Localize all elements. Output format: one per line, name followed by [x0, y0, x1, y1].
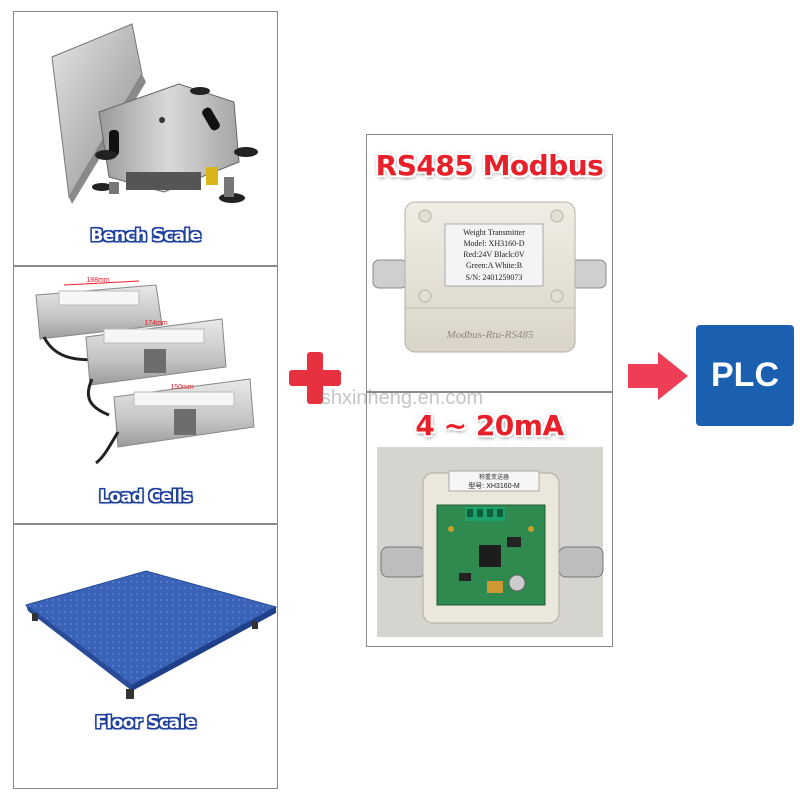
plc-box: PLC	[696, 325, 794, 426]
analog-panel: 4 ~ 20mA 称重变送器 型号: XH3160-M	[366, 392, 613, 647]
rs485-label-line-2: Model: XH3160-D	[463, 239, 524, 248]
analog-transmitter-image: 称重变送器 型号: XH3160-M	[377, 447, 604, 637]
load-cells-image: 188mm 174mm 150mm	[35, 277, 255, 465]
floor-scale-image	[24, 570, 277, 699]
rs485-label-line-3: Red:24V Black:0V	[463, 250, 525, 259]
floor-scale-caption: Floor Scale	[95, 713, 196, 733]
rs485-label-line-1: Weight Transmitter	[463, 228, 525, 237]
analog-label-line-2: 型号: XH3160-M	[468, 481, 520, 490]
analog-label-line-1: 称重变送器	[479, 473, 509, 481]
rs485-label-line-4: Green:A White:B	[466, 261, 522, 270]
arrow-right-icon	[628, 352, 688, 400]
dim-188: 188mm	[86, 277, 110, 284]
rs485-title: RS485 Modbus	[375, 149, 604, 182]
dim-150: 150mm	[170, 384, 194, 391]
plus-icon	[289, 352, 341, 404]
analog-title: 4 ~ 20mA	[415, 409, 564, 442]
rs485-panel: RS485 Modbus Weight Transmitter Model: X…	[366, 134, 613, 392]
load-cells-caption: Load Cells	[99, 487, 192, 507]
dim-174: 174mm	[144, 320, 168, 327]
rs485-embossed-text: Modbus-Rtu-RS485	[446, 329, 534, 341]
floor-scale-panel: Floor Scale	[13, 524, 278, 789]
bench-scale-caption: Bench Scale	[90, 226, 201, 246]
bench-scale-image	[51, 23, 258, 204]
rs485-label-line-5: S/N: 2401259073	[466, 273, 523, 282]
watermark-text: shxinheng.en.com	[320, 387, 484, 409]
rs485-transmitter-image: Weight Transmitter Model: XH3160-D Red:2…	[372, 201, 607, 353]
bench-scale-panel: Bench Scale	[13, 11, 278, 266]
load-cells-panel: 188mm 174mm 150mm Load Cells	[13, 266, 278, 524]
